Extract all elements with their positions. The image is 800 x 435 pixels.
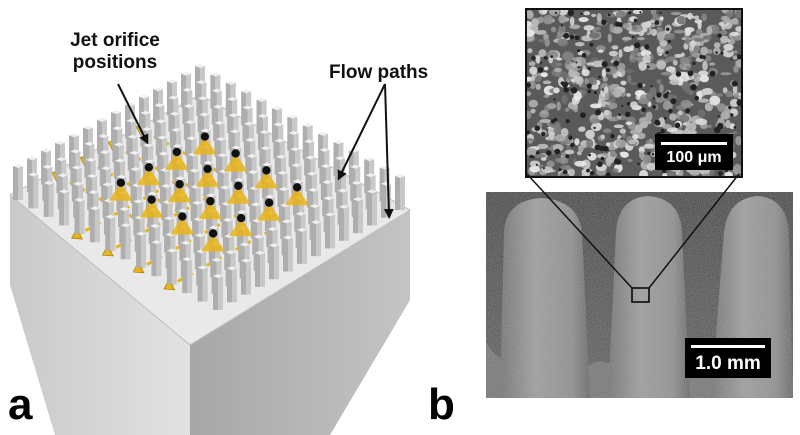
panel-a: Jet orifice positions Flow paths xyxy=(0,0,470,435)
pillar-face xyxy=(33,174,38,208)
pillar xyxy=(325,214,330,248)
sem-pillars-image: 1.0 mm xyxy=(486,192,793,398)
pillar xyxy=(269,245,274,279)
scale-bar-1mm: 1.0 mm xyxy=(685,338,771,378)
sem-closeup-image: 100 μm xyxy=(525,8,743,178)
jet-orifice xyxy=(293,183,301,191)
pillar-face xyxy=(372,191,377,225)
pillar-face xyxy=(288,238,293,272)
pillar-face xyxy=(232,268,237,302)
pillar-face xyxy=(246,261,251,295)
pillar xyxy=(339,207,344,241)
flow-paths-label: Flow paths xyxy=(329,62,428,84)
pillar xyxy=(311,222,316,256)
jet-orifice xyxy=(206,197,214,205)
pillar xyxy=(44,183,49,217)
pillar xyxy=(381,184,386,218)
jet-orifice xyxy=(117,178,125,186)
jet-orifice xyxy=(201,132,209,140)
callout-line-flow-1 xyxy=(340,84,385,176)
pillar-face xyxy=(218,276,223,310)
pillar xyxy=(241,261,246,295)
pillar-face xyxy=(203,268,208,302)
pillar xyxy=(283,238,288,272)
pillar xyxy=(90,208,95,242)
scale-bar-label: 1.0 mm xyxy=(695,354,760,373)
pillar-face xyxy=(330,214,335,248)
pillar-face xyxy=(49,183,54,217)
pillar-face xyxy=(126,225,131,259)
scale-bar-100um: 100 μm xyxy=(655,134,733,170)
pillar-face xyxy=(156,242,161,276)
pillar-face xyxy=(110,217,115,251)
pillar xyxy=(353,199,358,233)
pillar-face xyxy=(400,176,405,210)
jet-orifice xyxy=(231,149,239,157)
jet-orifice xyxy=(237,214,245,222)
pillar xyxy=(13,166,18,200)
pillar xyxy=(367,191,372,225)
pillar xyxy=(75,200,80,234)
jet-orifice xyxy=(265,198,273,206)
pillar-face xyxy=(80,200,85,234)
pillar xyxy=(136,234,141,268)
pillar xyxy=(105,217,110,251)
pillar xyxy=(213,276,218,310)
panel-letter-b: b xyxy=(428,380,455,430)
scale-bar-line xyxy=(661,142,727,145)
pillar-face xyxy=(18,166,23,200)
pillar xyxy=(182,259,187,293)
pillar-face xyxy=(187,259,192,293)
pillar-face xyxy=(172,251,177,285)
pillar-face xyxy=(302,230,307,264)
jet-orifice-label: Jet orifice positions xyxy=(40,30,190,74)
pillar-face xyxy=(358,199,363,233)
pillar xyxy=(167,251,172,285)
scale-bar-line xyxy=(691,345,765,348)
pillar-face xyxy=(344,207,349,241)
pillar-face xyxy=(316,222,321,256)
pillar-face xyxy=(64,191,69,225)
pillar xyxy=(28,174,33,208)
jet-orifice xyxy=(203,165,211,173)
jet-orifice xyxy=(145,163,153,171)
jet-orifice xyxy=(209,229,217,237)
jet-orifice xyxy=(262,166,270,174)
pillar xyxy=(255,253,260,287)
jet-orifice xyxy=(173,148,181,156)
jet-orifice xyxy=(234,182,242,190)
jet-orifice xyxy=(178,212,186,220)
pillar-face xyxy=(260,253,265,287)
pillar-face xyxy=(274,245,279,279)
pillar xyxy=(151,242,156,276)
pillar xyxy=(198,268,203,302)
pillar xyxy=(59,191,64,225)
pillar xyxy=(227,268,232,302)
panel-letter-a: a xyxy=(8,380,32,430)
pillar xyxy=(297,230,302,264)
jet-orifice xyxy=(175,180,183,188)
pillar xyxy=(121,225,126,259)
pillar-face xyxy=(95,208,100,242)
pillar xyxy=(395,176,400,210)
jet-orifice xyxy=(147,195,155,203)
scale-bar-label: 100 μm xyxy=(666,150,721,166)
pillar-face xyxy=(141,234,146,268)
